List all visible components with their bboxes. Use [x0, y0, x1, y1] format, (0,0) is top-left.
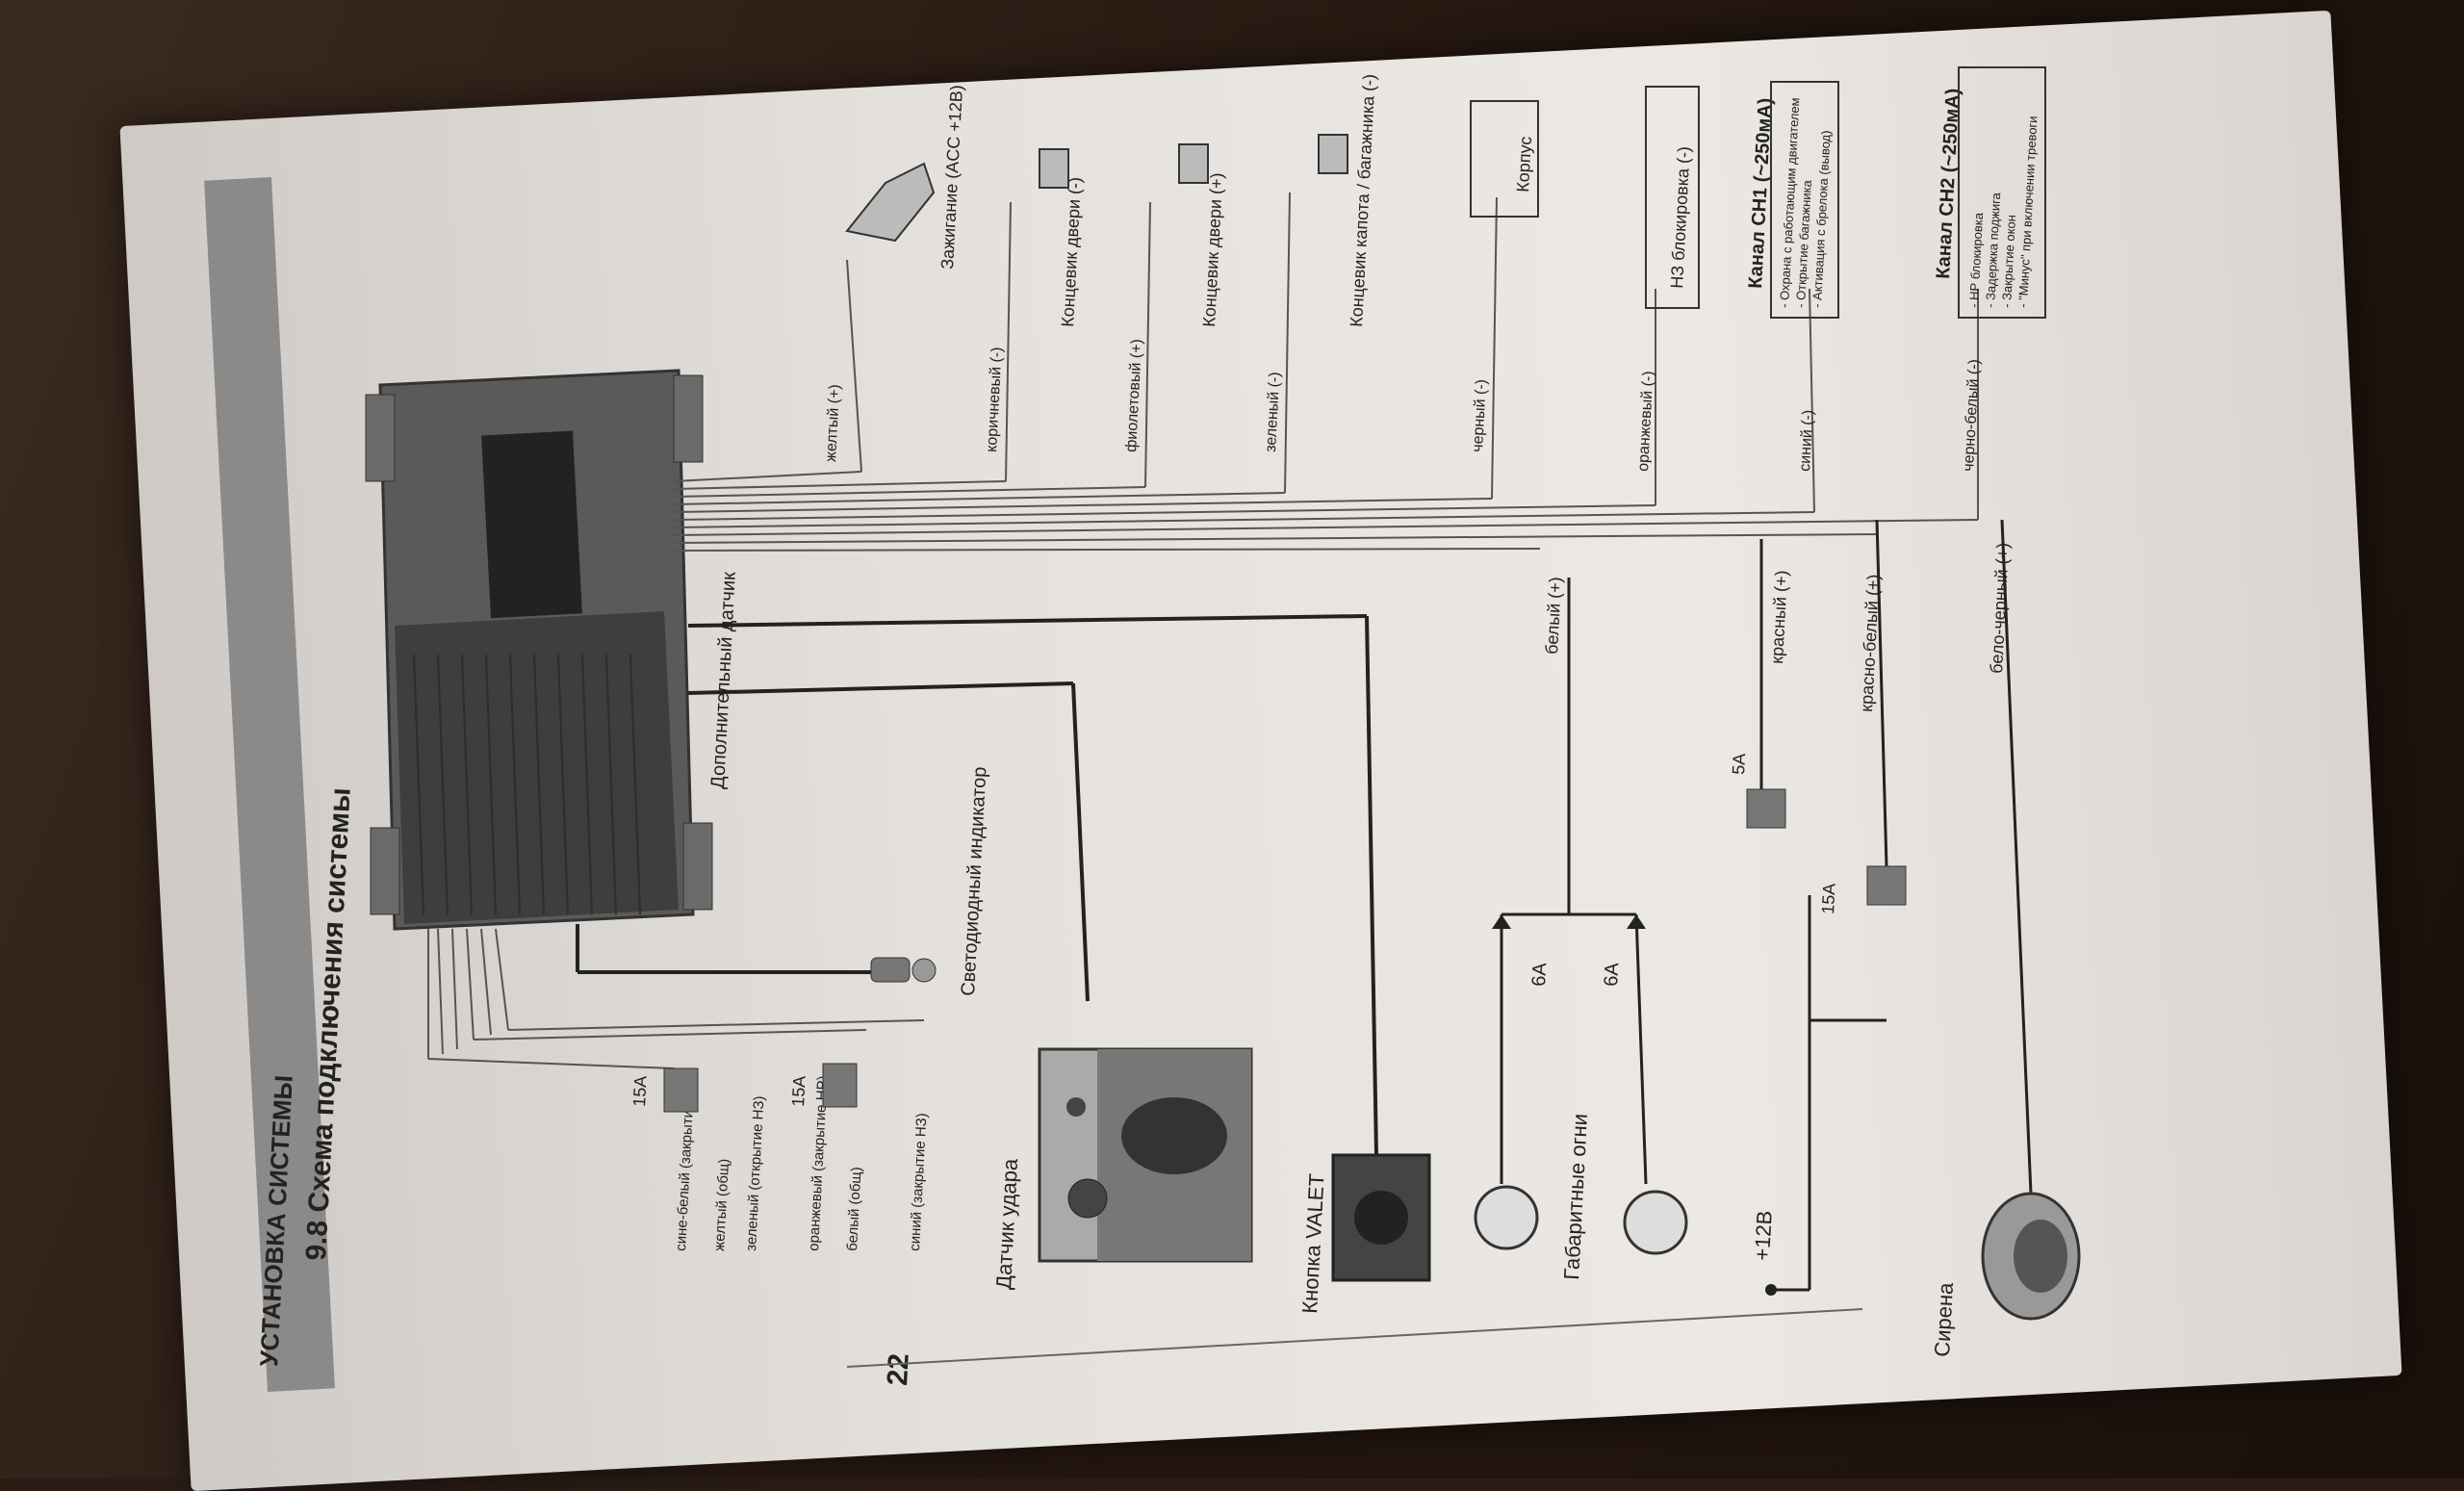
shock-sensor-wire [687, 681, 1074, 695]
extra-sensor-label: Дополнительный датчик [707, 571, 740, 789]
bulb-icon [1623, 1190, 1688, 1255]
red-wire-label: красный (+) [1767, 570, 1791, 664]
black-wire-label: черный (-) [1470, 379, 1490, 453]
diodes [1492, 914, 1646, 929]
siren-icon [1981, 1192, 2081, 1321]
plus12-terminal-icon [1765, 1284, 1777, 1296]
bulb-icon [1474, 1185, 1539, 1250]
ground-label: Корпус [1513, 136, 1535, 193]
page-number: 22 [882, 1352, 915, 1386]
door-switch-icon [1178, 143, 1209, 184]
wire-label-2: зеленый (открытие НЗ) [743, 1095, 767, 1251]
lock-box [1645, 86, 1700, 309]
white-wire-label: белый (+) [1542, 577, 1565, 655]
ch2-box [1958, 66, 2046, 319]
door-switch-icon [1039, 148, 1069, 189]
ignition-label: Зажигание (ACC +12В) [937, 85, 966, 270]
fuse-5a-label: 5А [1729, 753, 1749, 775]
bulb-icons [1474, 1185, 1688, 1255]
diode-icon [1492, 914, 1511, 929]
label-boxes [1470, 66, 2046, 319]
red-white-wire-label: красно-белый (+) [1857, 574, 1883, 712]
valet-label: Кнопка VALET [1297, 1173, 1329, 1315]
siren-circuit [2000, 519, 2033, 1195]
lock-label: НЗ блокировка (-) [1667, 145, 1694, 289]
wire-label-5: синий (закрытие НЗ) [907, 1113, 930, 1251]
ground-box [1470, 100, 1539, 218]
power-circuit [1759, 519, 1888, 1292]
fuse-icon [663, 1067, 699, 1113]
ch1-item-1: - Открытие багажника [1793, 179, 1814, 308]
door-plus-label: Концевик двери (+) [1199, 172, 1226, 327]
parking-lights-circuit [1500, 578, 1648, 1185]
wire-label-1: желтый (общ) [711, 1158, 732, 1251]
diode-icon [1627, 914, 1646, 929]
right-icons [845, 134, 1348, 243]
diode-label-1: 6А [1528, 962, 1551, 987]
module-wire-bundle [673, 471, 1979, 552]
door-minus-label: Концевик двери (-) [1058, 176, 1085, 327]
brown-wire-label: коричневый (-) [984, 347, 1006, 452]
plus12-label: +12В [1750, 1210, 1777, 1261]
violet-wire-label: фиолетовый (+) [1123, 339, 1145, 453]
valet-button-icon [1331, 1153, 1431, 1282]
hood-switch-icon [1318, 134, 1348, 174]
green-wire-label: зеленый (-) [1263, 372, 1283, 452]
fuse-label-2: 15А [788, 1075, 809, 1107]
parking-lights-label: Габаритные огни [1559, 1113, 1592, 1280]
black-white-wire-label: черно-белый (-) [1961, 359, 1983, 472]
right-wire-labels: желтый (+) Зажигание (ACC +12В) коричнев… [823, 73, 2040, 472]
led-label: Светодиодный индикатор [958, 766, 990, 996]
fuse-icon [1746, 788, 1786, 829]
alarm-module [365, 369, 713, 931]
led-indicator-icon [870, 957, 937, 983]
ch1-item-2: - Активация с брелока (вывод) [1810, 130, 1834, 308]
diode-label-2: 6А [1601, 962, 1623, 987]
footer-rule [846, 1308, 1863, 1368]
fuse-icon [1866, 865, 1907, 906]
ignition-key-icon [845, 162, 936, 243]
ch1-box [1770, 81, 1839, 319]
shock-sensor-label: Датчик удара [991, 1157, 1022, 1290]
siren-label: Сирена [1930, 1281, 1958, 1357]
valet-wire [687, 614, 1368, 628]
fuse-15a-label: 15А [1818, 883, 1839, 914]
ch2-item-1: - Задержка поджига [1983, 192, 2003, 308]
blue-wire-label: синий (-) [1797, 409, 1816, 472]
fuse-label-1: 15А [629, 1075, 651, 1107]
section-header: УСТАНОВКА СИСТЕМЫ [204, 177, 335, 1392]
power-fuses [1746, 788, 1907, 906]
orange-wire-label: оранжевый (-) [1635, 371, 1656, 472]
ch2-item-2: - Закрытие окон [1999, 215, 2018, 308]
shock-sensor-icon [1038, 1047, 1253, 1263]
yellow-wire-label: желтый (+) [823, 384, 843, 462]
left-wire-bundle [427, 928, 925, 1069]
left-fuses [663, 1063, 858, 1113]
wire-label-4: белый (общ) [844, 1167, 865, 1251]
right-wire-drops [846, 192, 1979, 520]
hood-label: Концевик капота / багажника (-) [1347, 73, 1379, 327]
fuse-icon [822, 1063, 858, 1108]
ch2-item-3: - "Минус" при включении тревоги [2015, 116, 2040, 308]
ch2-item-0: - НР блокировка [1966, 212, 1986, 308]
